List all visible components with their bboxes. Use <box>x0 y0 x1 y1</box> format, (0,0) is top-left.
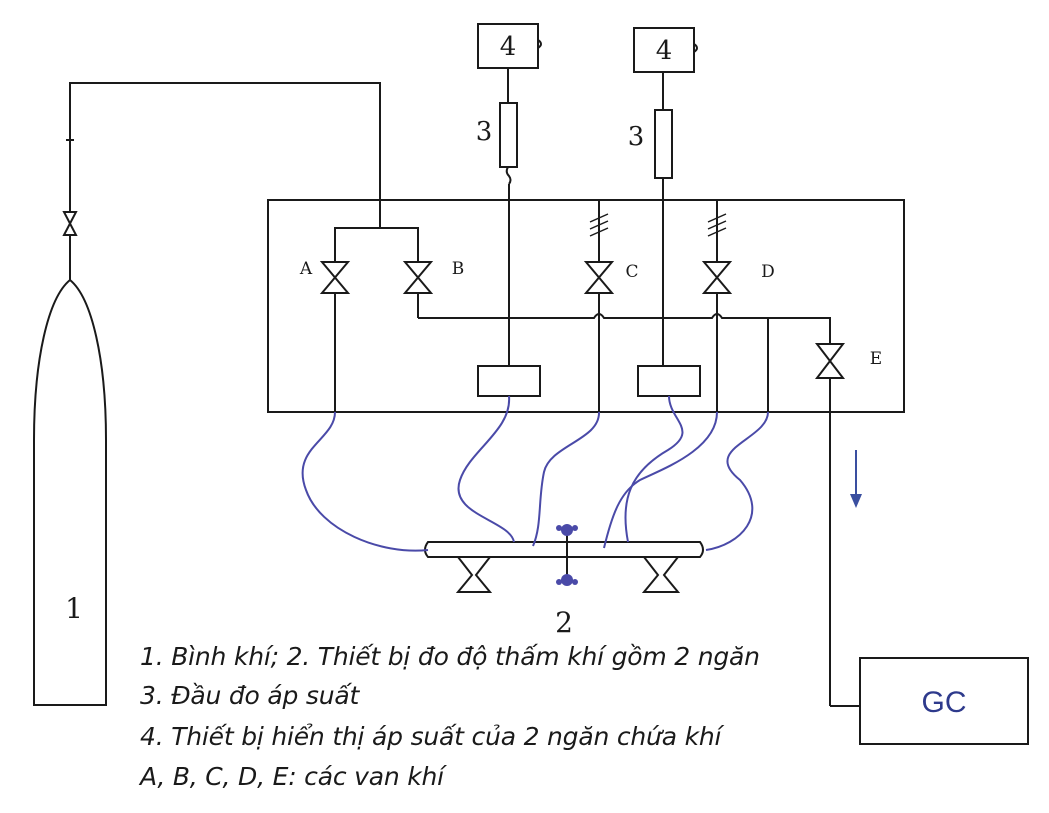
flow-arrow <box>850 450 862 508</box>
header-line <box>418 313 831 344</box>
instrument-panel <box>267 199 905 413</box>
pressure-sensor-right <box>654 109 673 179</box>
valve-e-label: E <box>870 349 882 369</box>
display-right-label: 4 <box>656 36 673 66</box>
sensor-right-label: 3 <box>628 122 645 152</box>
display-left-label: 4 <box>500 32 517 62</box>
valve-d <box>701 261 733 294</box>
valve-b <box>402 261 434 294</box>
gas-chromatograph-box <box>859 657 1029 745</box>
valve-top <box>62 211 78 236</box>
pressure-sensor-left <box>499 102 518 168</box>
legend-line-4: A, B, C, D, E: các van khí <box>140 762 444 791</box>
cell-housing-left <box>477 365 541 397</box>
cell-clamps <box>556 524 578 586</box>
valve-a <box>319 261 351 294</box>
valve-c-label: C <box>625 262 638 282</box>
supply-line <box>69 82 381 280</box>
valve-d-label: D <box>761 262 775 282</box>
permeation-cell-label: 2 <box>555 606 573 639</box>
valve-b-label: B <box>452 259 465 279</box>
tubing <box>301 395 769 552</box>
valve-a-label: A <box>299 259 313 279</box>
legend-line-2: 3. Đầu đo áp suất <box>140 681 360 710</box>
gc-label: GC <box>922 686 967 719</box>
permeation-cell <box>424 541 704 558</box>
legend-line-1: 1. Bình khí; 2. Thiết bị đo độ thấm khí … <box>140 642 760 671</box>
gas-cylinder <box>33 278 107 706</box>
legend-line-3: 4. Thiết bị hiển thị áp suất của 2 ngăn … <box>140 722 722 751</box>
cylinder-label: 1 <box>65 592 83 625</box>
valve-e <box>814 343 846 379</box>
cell-housing-right <box>637 365 701 397</box>
valve-c <box>583 261 615 294</box>
sensor-left-label: 3 <box>476 117 493 147</box>
